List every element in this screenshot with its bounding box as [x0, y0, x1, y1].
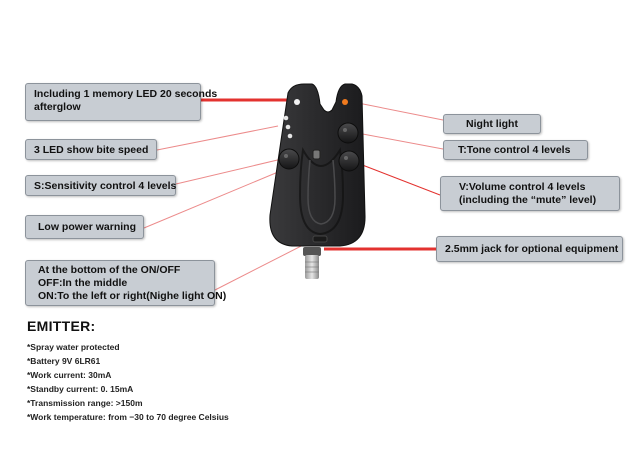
callout-low-power: Low power warning: [25, 215, 144, 239]
spec-item: *Work temperature: from −30 to 70 degree…: [27, 412, 229, 422]
callout-text: ON:To the left or right(Nighe light ON): [38, 290, 227, 302]
spec-list: *Spray water protected *Battery 9V 6LR61…: [27, 340, 229, 424]
tone-knob-icon: [337, 122, 359, 144]
spec-item: *Transmission range: >150m: [27, 398, 143, 408]
callout-text: At the bottom of the ON/OFF: [38, 264, 181, 276]
callout-tone: T:Tone control 4 levels: [443, 140, 588, 160]
callout-jack: 2.5mm jack for optional equipment: [436, 236, 623, 262]
leader-volume: [351, 160, 441, 196]
device-groove-inner: [307, 159, 336, 225]
leader-tone: [351, 131, 444, 150]
callout-night-light: Night light: [443, 114, 541, 134]
emitter-specs: EMITTER: *Spray water protected *Battery…: [27, 318, 229, 424]
low-power-led-icon: [312, 149, 321, 160]
bite-led-1-icon: [283, 115, 289, 121]
callout-text: (including the “mute” level): [459, 194, 597, 206]
memory-led-icon: [294, 99, 300, 105]
callout-text: afterglow: [34, 101, 81, 113]
callout-text: 2.5mm jack for optional equipment: [445, 243, 619, 255]
leader-bite-speed: [156, 125, 279, 151]
callout-text: Night light: [466, 118, 518, 130]
device-groove: [298, 146, 345, 236]
spec-item: *Standby current: 0. 15mA: [27, 384, 134, 394]
callout-memory-led: Including 1 memory LED 20 seconds afterg…: [25, 83, 218, 121]
callout-volume: V:Volume control 4 levels (including the…: [440, 176, 620, 211]
sensitivity-knob-icon: [278, 148, 300, 170]
leader-onoff: [214, 239, 314, 291]
leader-night-light: [347, 100, 444, 121]
callout-bite-speed: 3 LED show bite speed: [25, 139, 157, 160]
callout-text: 3 LED show bite speed: [34, 144, 149, 156]
onoff-switch-icon: [312, 235, 328, 243]
callout-text: V:Volume control 4 levels: [459, 181, 586, 193]
spec-item: *Battery 9V 6LR61: [27, 356, 101, 366]
spec-item: *Work current: 30mA: [27, 370, 112, 380]
leader-lines: [143, 98, 444, 291]
callout-sensitivity: S:Sensitivity control 4 levels: [25, 175, 176, 196]
leader-sensitivity: [175, 157, 287, 185]
volume-knob-icon: [338, 150, 360, 172]
callout-text: OFF:In the middle: [38, 277, 128, 289]
callout-text: Low power warning: [38, 221, 137, 233]
night-light-led-icon: [342, 99, 348, 105]
emitter-title: EMITTER:: [27, 318, 96, 334]
device-collar: [303, 247, 321, 256]
bite-alarm-device: [269, 83, 366, 279]
callout-text: T:Tone control 4 levels: [458, 144, 571, 156]
callout-onoff: At the bottom of the ON/OFF OFF:In the m…: [25, 260, 227, 306]
callout-text: Including 1 memory LED 20 seconds: [34, 88, 218, 100]
spec-item: *Spray water protected: [27, 342, 120, 352]
bite-led-2-icon: [285, 124, 291, 130]
callout-text: S:Sensitivity control 4 levels: [34, 180, 177, 192]
bite-led-3-icon: [287, 133, 293, 139]
